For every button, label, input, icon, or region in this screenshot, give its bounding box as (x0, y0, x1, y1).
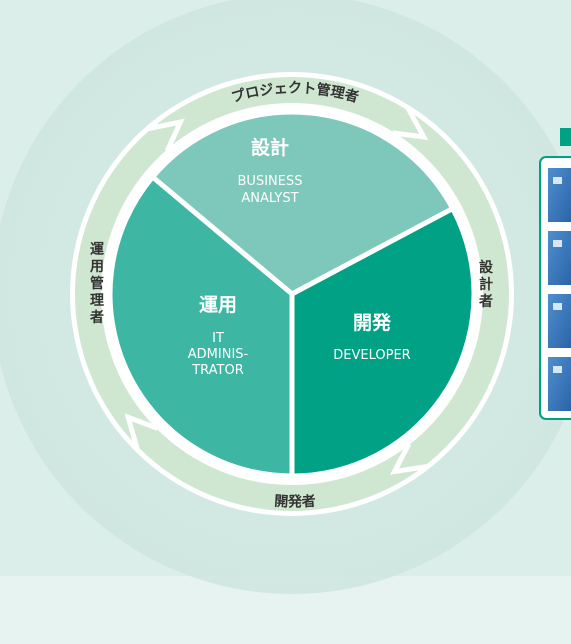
ring-label-right-char: 者 (479, 294, 493, 310)
ring-label-left-char: 者 (90, 310, 104, 326)
thumbnail-image (548, 357, 571, 411)
ring-label-right-char: 計 (479, 276, 493, 293)
role-sectors (107, 109, 477, 479)
sector-develop: 開発 DEVELOPER (333, 311, 410, 363)
role-ring (75, 77, 509, 511)
ring-arrow-separators (124, 107, 429, 475)
thumbnail-list (548, 168, 571, 411)
ring-arrow-separator (392, 107, 429, 141)
ring-arrow-separator (147, 118, 185, 152)
sector-operate-role-line3: TRATOR (191, 363, 244, 378)
thumbnail-image (548, 231, 571, 285)
ring-label-right-char: 設 (479, 259, 494, 276)
sector-design-role-line1: BUSINESS (238, 174, 303, 189)
ring-label-right: 設計者 (479, 259, 494, 310)
thumbnail-image (548, 168, 571, 222)
ring-label-left-char: 運 (90, 242, 105, 258)
side-panel-accent (560, 128, 571, 146)
sector-design-shape (150, 109, 456, 297)
sector-operate-shape (107, 174, 295, 479)
ring-arrow-separator (124, 413, 159, 450)
side-panel (539, 128, 571, 420)
sector-operate: 運用 IT ADMINIS- TRATOR (188, 294, 249, 378)
sector-design-title: 設計 (251, 136, 289, 159)
side-panel-frame (539, 156, 571, 420)
thumbnail-image (548, 294, 571, 348)
ring-label-left-char: 管 (90, 275, 104, 292)
thumbnail-glyph (553, 177, 562, 184)
sector-operate-title: 運用 (199, 294, 237, 316)
ring-label-left-char: 理 (90, 293, 104, 309)
sector-develop-shape (289, 206, 477, 479)
sector-develop-title: 開発 (353, 311, 392, 334)
sector-develop-role-line1: DEVELOPER (333, 348, 410, 363)
sector-design: 設計 BUSINESS ANALYST (238, 136, 303, 206)
thumbnail-glyph (553, 240, 562, 247)
sector-design-role-line2: ANALYST (241, 191, 298, 206)
ring-label-left-char: 用 (90, 259, 104, 275)
sector-operate-role-line1: IT (212, 331, 224, 346)
thumbnail-glyph (553, 303, 562, 310)
ring-label-bottom: 開発者 (274, 493, 317, 510)
ring-arrow-separator (390, 442, 428, 475)
sector-operate-role-line2: ADMINIS- (188, 347, 249, 362)
thumbnail-glyph (553, 366, 562, 373)
